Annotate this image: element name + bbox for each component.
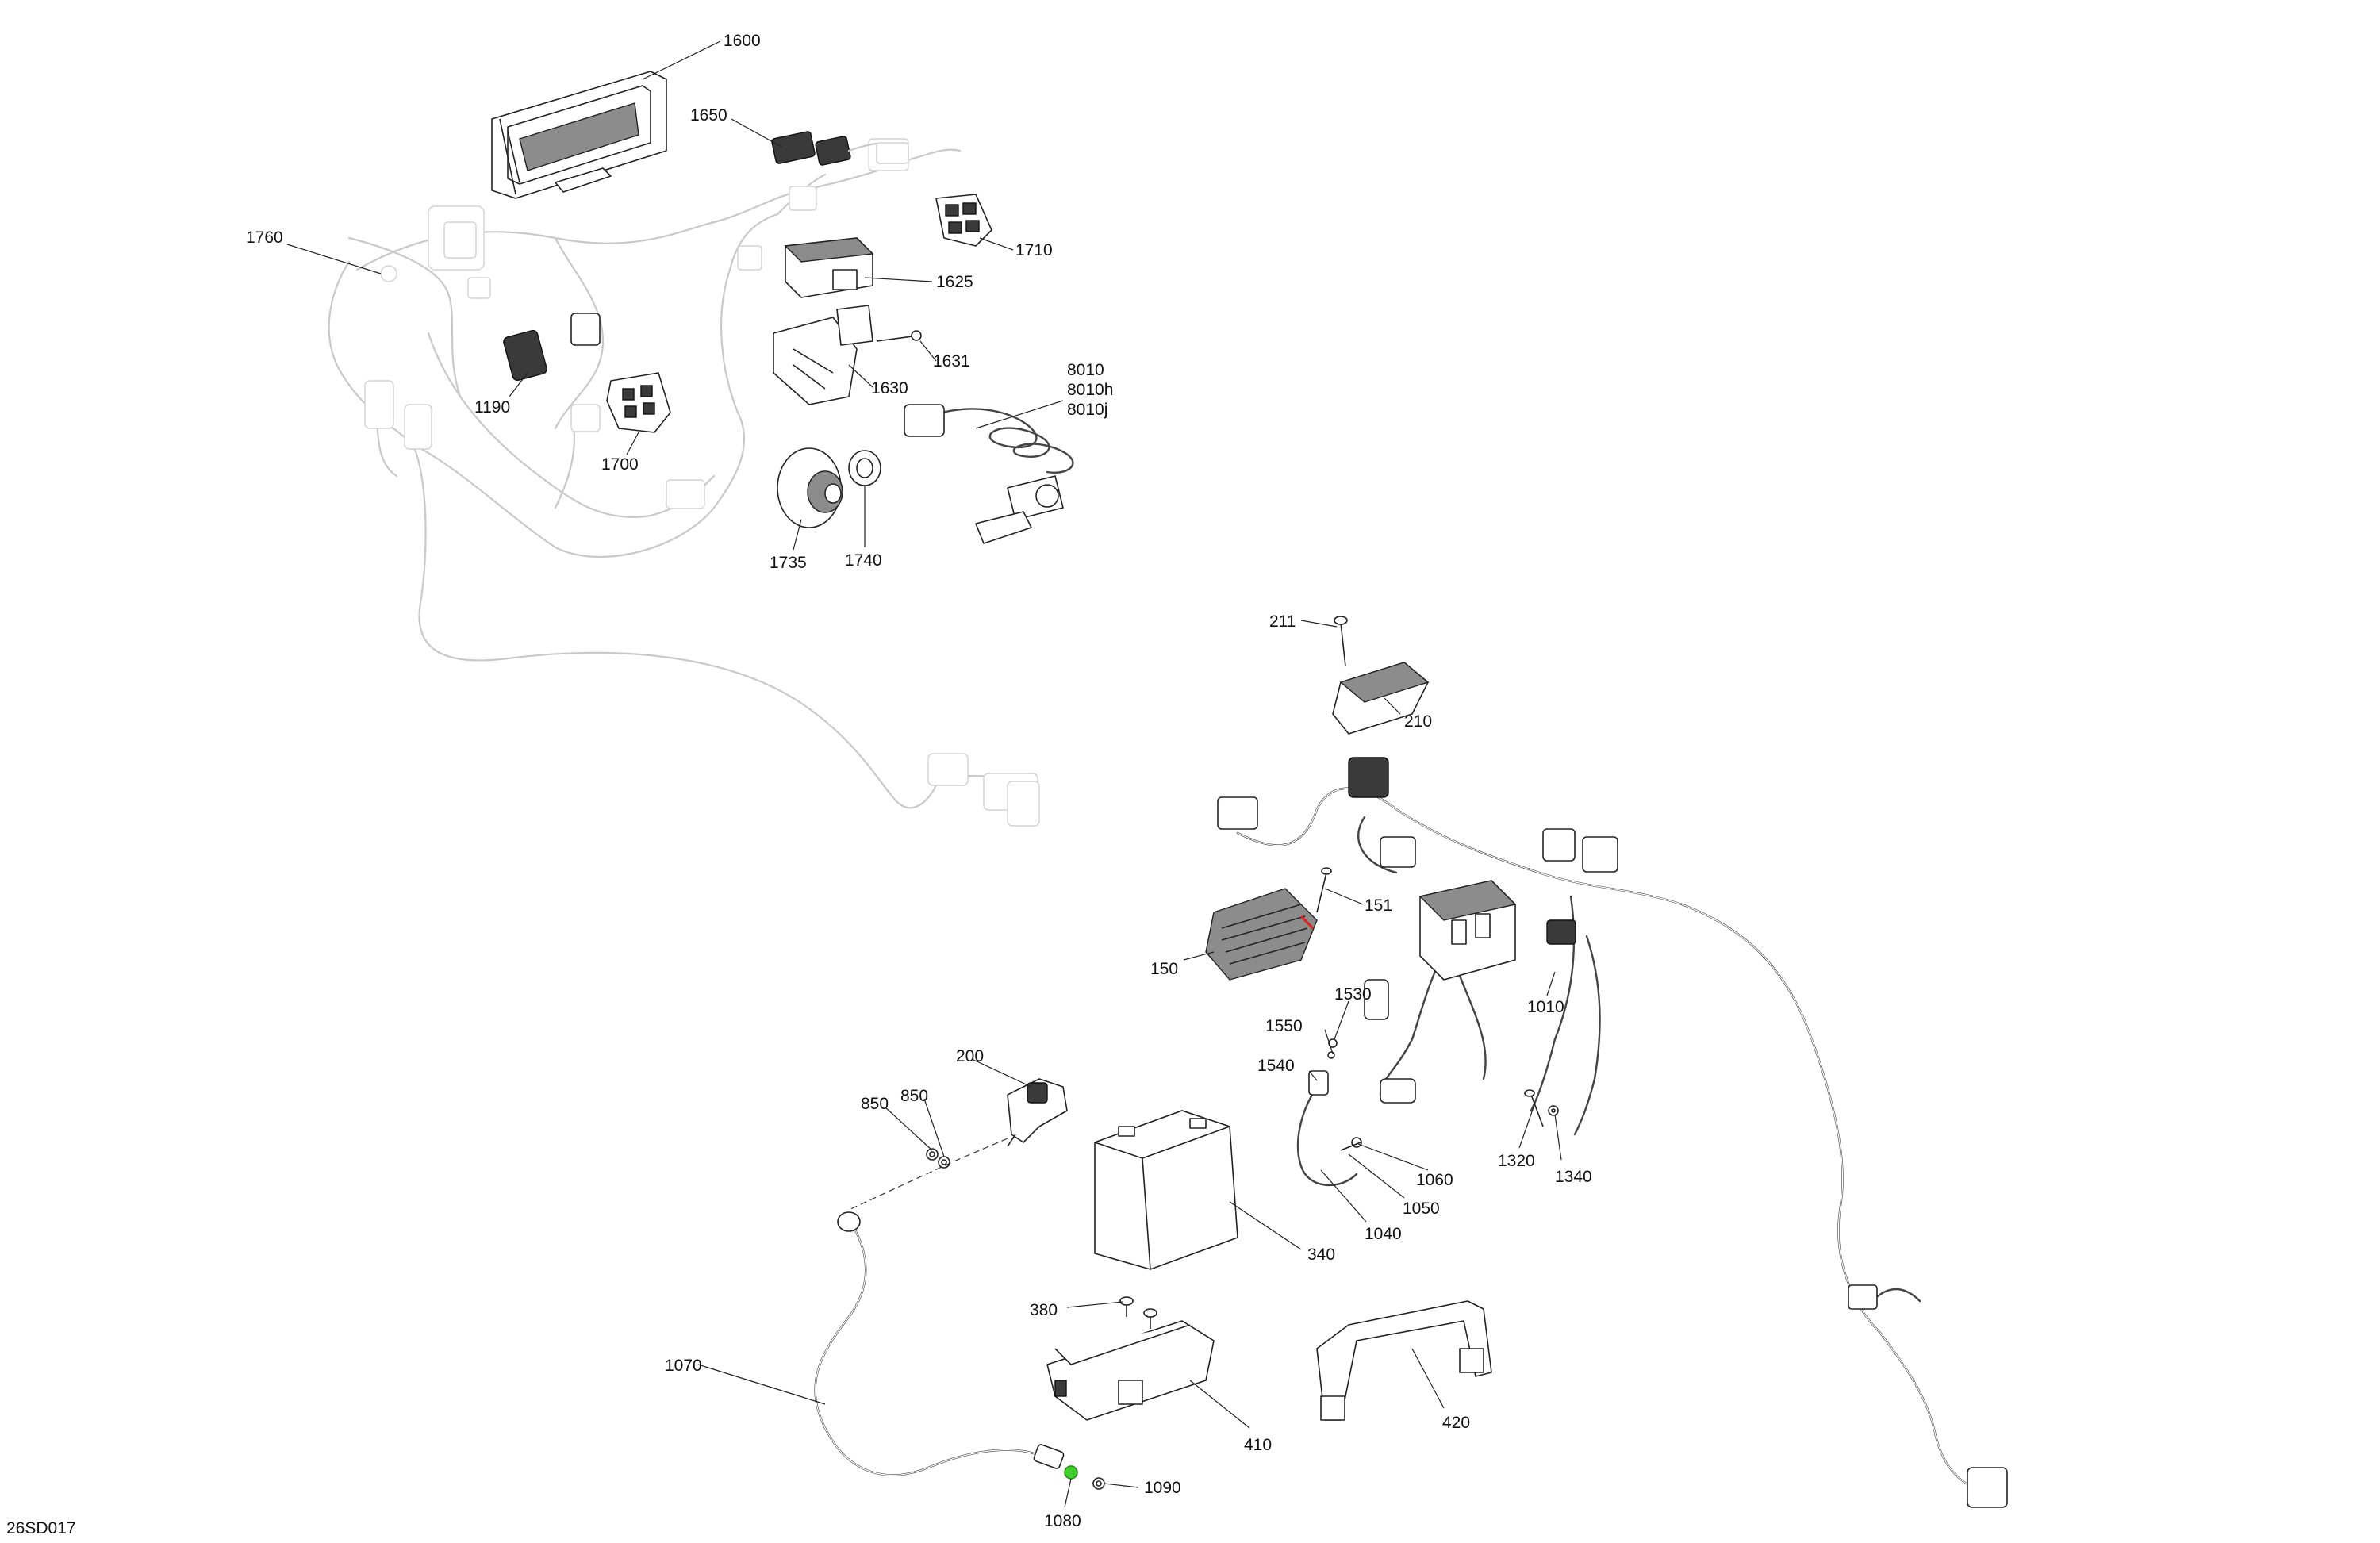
callout-1190: 1190 bbox=[474, 398, 510, 416]
callout-410: 410 bbox=[1244, 1436, 1272, 1454]
regulator-150-part bbox=[1205, 888, 1318, 981]
callout-1735: 1735 bbox=[770, 554, 807, 572]
callout-8010: 8010 bbox=[1067, 361, 1104, 379]
callout-8010h: 8010h bbox=[1067, 381, 1113, 399]
fasteners-1320-1340-part bbox=[1524, 1089, 1559, 1127]
connector-1190-part bbox=[503, 313, 601, 382]
screw-151-part bbox=[1316, 867, 1332, 913]
bracket-1630-part bbox=[773, 305, 873, 405]
callout-1650: 1650 bbox=[690, 106, 727, 125]
nut-1740-part bbox=[848, 450, 881, 486]
callout-850-right: 850 bbox=[900, 1087, 928, 1105]
callout-1625: 1625 bbox=[936, 273, 973, 291]
module-1625-part bbox=[784, 237, 874, 298]
instrument-cluster-part bbox=[491, 71, 667, 199]
key-8010-part bbox=[904, 404, 1074, 544]
callout-850-left: 850 bbox=[861, 1095, 889, 1113]
callout-1760: 1760 bbox=[246, 228, 283, 247]
ground-cable-1040-part bbox=[1296, 1038, 1362, 1186]
callout-1550: 1550 bbox=[1265, 1017, 1303, 1035]
callout-1631: 1631 bbox=[933, 352, 970, 370]
callout-1040: 1040 bbox=[1365, 1225, 1402, 1243]
callout-150: 150 bbox=[1150, 960, 1178, 978]
callout-1710: 1710 bbox=[1015, 241, 1053, 259]
callout-380: 380 bbox=[1030, 1301, 1058, 1319]
leader-lines bbox=[286, 40, 1562, 1508]
switch-1700-part bbox=[606, 372, 671, 433]
callout-1530: 1530 bbox=[1334, 985, 1372, 1004]
callout-1600: 1600 bbox=[724, 32, 761, 50]
main-wiring-harness bbox=[1217, 757, 2008, 1508]
callout-340: 340 bbox=[1307, 1246, 1335, 1264]
diagram-reference-code: 26SD017 bbox=[6, 1519, 76, 1537]
sensor-200-part bbox=[1007, 1078, 1068, 1147]
callout-211: 211 bbox=[1269, 612, 1296, 631]
callout-1050: 1050 bbox=[1403, 1199, 1440, 1218]
screw-211-part bbox=[1334, 616, 1348, 667]
tray-410-part bbox=[1046, 1320, 1215, 1421]
ghost-upper-harness bbox=[328, 138, 1040, 827]
callout-1340: 1340 bbox=[1555, 1168, 1592, 1186]
strap-420-part bbox=[1316, 1300, 1492, 1421]
callout-8010j: 8010j bbox=[1067, 401, 1107, 419]
callout-151: 151 bbox=[1365, 896, 1392, 915]
callout-1060: 1060 bbox=[1416, 1171, 1453, 1189]
callout-1080: 1080 bbox=[1044, 1512, 1081, 1530]
callout-1540: 1540 bbox=[1257, 1057, 1295, 1075]
cable-1070-part bbox=[814, 1211, 1065, 1476]
callout-210: 210 bbox=[1404, 712, 1432, 731]
callout-1320: 1320 bbox=[1498, 1152, 1535, 1170]
assembly-line-200 bbox=[848, 1138, 1008, 1211]
callout-1700: 1700 bbox=[601, 455, 639, 474]
switch-1735-part bbox=[777, 447, 843, 528]
callout-1740: 1740 bbox=[845, 551, 882, 570]
module-210-part bbox=[1332, 662, 1430, 735]
screws-380-part bbox=[1119, 1296, 1157, 1329]
callout-labels: 1600 1650 1760 1710 1625 1631 1630 8010 … bbox=[246, 32, 1592, 1530]
callout-1090: 1090 bbox=[1144, 1479, 1181, 1497]
screw-1631-part bbox=[876, 330, 922, 342]
callout-420: 420 bbox=[1442, 1414, 1470, 1432]
callout-200: 200 bbox=[956, 1047, 984, 1065]
callout-1010: 1010 bbox=[1527, 998, 1564, 1016]
callout-1630: 1630 bbox=[871, 379, 908, 397]
nut-1080-part bbox=[1064, 1465, 1078, 1480]
washer-1090-part bbox=[1092, 1477, 1105, 1490]
battery-340-part bbox=[1094, 1110, 1238, 1270]
switch-1710-part bbox=[935, 194, 992, 247]
callout-1070: 1070 bbox=[665, 1357, 702, 1375]
connector-1650-part bbox=[771, 131, 909, 166]
